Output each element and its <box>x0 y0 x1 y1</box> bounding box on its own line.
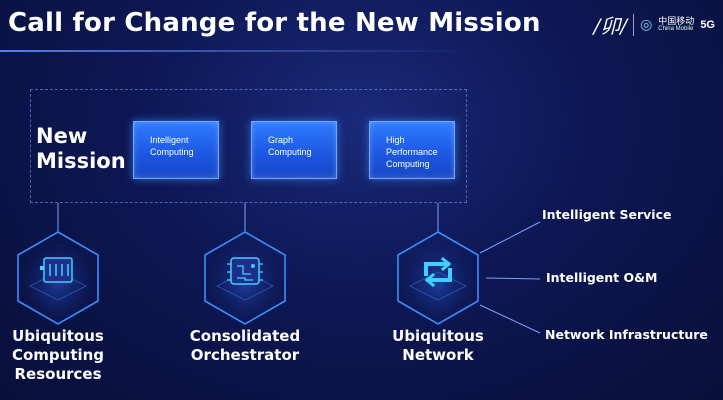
card-graph-computing: Graph Computing <box>251 121 337 179</box>
cycle-arrows-icon <box>424 256 452 288</box>
china-mobile-cn: 中国移动 <box>658 16 695 26</box>
china-mobile-logo-icon: ◎ <box>640 16 653 32</box>
circuit-board-icon <box>227 257 263 285</box>
node-computing-resources <box>17 231 99 325</box>
title-underline <box>0 50 470 52</box>
branch-label-network-infrastructure: Network Infrastructure <box>545 327 708 342</box>
logo-divider <box>633 13 635 36</box>
card-high-performance-computing: High Performance Computing <box>369 121 455 179</box>
node-orchestrator <box>204 231 286 325</box>
branch-line-om <box>485 277 541 280</box>
card-intelligent-computing: Intelligent Computing <box>133 121 219 179</box>
china-mobile-en: China Mobile <box>658 26 694 32</box>
node-label-network: Ubiquitous Network <box>392 327 484 364</box>
china-mobile-logo: 中国移动 China Mobile <box>658 16 695 33</box>
chip-icon <box>40 257 73 283</box>
slide-title: Call for Change for the New Mission <box>8 8 541 38</box>
branch-line-service <box>479 221 541 254</box>
branch-line-infrastructure <box>479 304 541 334</box>
branch-label-intelligent-service: Intelligent Service <box>542 207 672 222</box>
mission-box <box>30 89 467 203</box>
branch-label-intelligent-om: Intelligent O&M <box>546 270 658 285</box>
node-label-orchestrator: Consolidated Orchestrator <box>189 327 301 364</box>
brand-5g-logo: 5G <box>700 18 715 31</box>
node-label-computing-resources: Ubiquitous Computing Resources <box>11 327 105 383</box>
node-network <box>397 231 479 325</box>
signature-logo: /卯/ <box>593 14 628 38</box>
mission-label: New Mission <box>36 124 126 173</box>
logo-area: /卯/ ◎ 中国移动 China Mobile 5G <box>594 10 715 39</box>
